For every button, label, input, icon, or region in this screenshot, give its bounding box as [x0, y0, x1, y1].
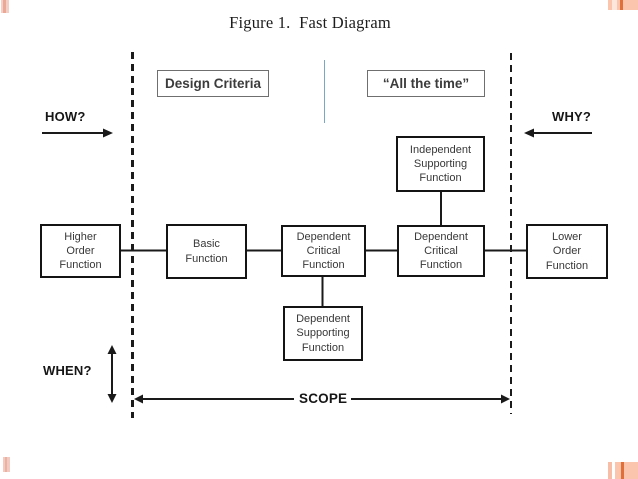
scan-accent-bottom-left: [3, 457, 10, 472]
higher-order-function-box: Higher Order Function: [40, 224, 121, 278]
scope-line-right: [509, 53, 513, 414]
scope-arrowhead-left-icon: [134, 394, 143, 404]
why-label: WHY?: [552, 109, 592, 124]
dependent-critical-function-box-2: Dependent Critical Function: [397, 225, 485, 277]
scan-accent-bottom-right-bar: [608, 462, 612, 479]
why-arrowhead-icon: [524, 128, 534, 138]
scan-accent-top-right: [608, 0, 638, 10]
how-label: HOW?: [45, 109, 86, 124]
scan-accent-stripe: [620, 0, 623, 10]
scope-arrowhead-right-icon: [501, 394, 510, 404]
scope-label: SCOPE: [299, 391, 348, 406]
scan-accent-top-left: [1, 0, 9, 13]
scope-line-left: [131, 52, 134, 418]
how-arrowhead-icon: [103, 128, 113, 138]
scan-accent-gap: [612, 0, 617, 10]
dependent-critical-function-box-1: Dependent Critical Function: [281, 225, 366, 277]
scan-accent-stripe: [5, 457, 7, 472]
design-criteria-box: Design Criteria: [157, 70, 269, 97]
when-label: WHEN?: [43, 363, 92, 378]
scan-accent-stripe: [3, 0, 6, 13]
dependent-supporting-function-box: Dependent Supporting Function: [283, 306, 363, 361]
when-arrowhead-up-icon: [107, 345, 117, 354]
header-divider-line: [323, 60, 325, 123]
scan-accent-bottom-right: [615, 462, 638, 479]
when-arrowhead-down-icon: [107, 394, 117, 403]
scan-accent-stripe: [621, 462, 624, 479]
basic-function-box: Basic Function: [166, 224, 247, 279]
lower-order-function-box: Lower Order Function: [526, 224, 608, 279]
all-the-time-box: “All the time”: [367, 70, 485, 97]
independent-supporting-function-box: Independent Supporting Function: [396, 136, 485, 192]
figure-title: Figure 1. Fast Diagram: [229, 13, 391, 32]
